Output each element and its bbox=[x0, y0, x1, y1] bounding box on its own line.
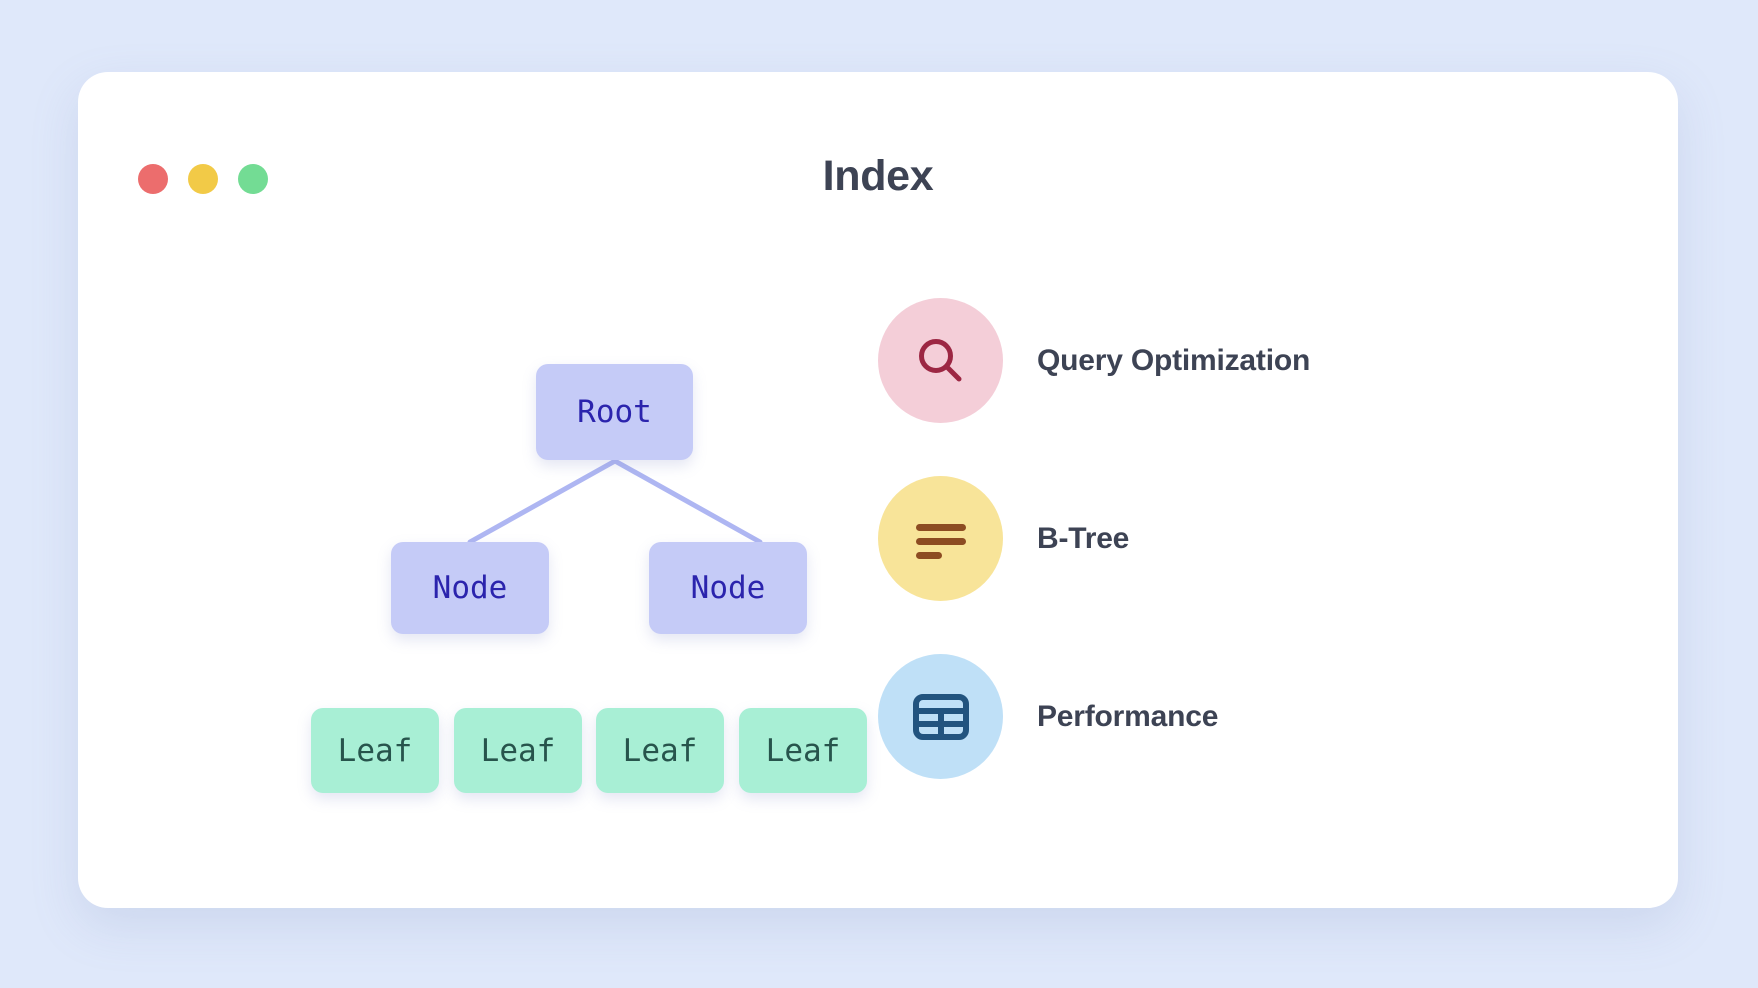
feature-row-b-tree[interactable]: B-Tree bbox=[878, 476, 1638, 601]
maximize-icon[interactable] bbox=[238, 164, 268, 194]
app-card: Index Root Node Node Leaf Leaf Leaf Leaf bbox=[78, 72, 1678, 908]
tree-node-leaf-3[interactable]: Leaf bbox=[596, 708, 724, 793]
feature-label: B-Tree bbox=[1037, 521, 1130, 555]
list-lines-icon bbox=[878, 476, 1003, 601]
feature-row-performance[interactable]: Performance bbox=[878, 654, 1638, 779]
tree-node-leaf-2[interactable]: Leaf bbox=[454, 708, 582, 793]
minimize-icon[interactable] bbox=[188, 164, 218, 194]
tree-node-internal-left[interactable]: Node bbox=[391, 542, 549, 634]
feature-row-query-optimization[interactable]: Query Optimization bbox=[878, 298, 1638, 423]
close-icon[interactable] bbox=[138, 164, 168, 194]
feature-label: Query Optimization bbox=[1037, 343, 1311, 377]
table-grid-icon bbox=[878, 654, 1003, 779]
search-icon bbox=[878, 298, 1003, 423]
feature-list: Query Optimization B-Tree bbox=[878, 298, 1638, 779]
feature-label: Performance bbox=[1037, 699, 1219, 733]
tree-node-leaf-4[interactable]: Leaf bbox=[739, 708, 867, 793]
window-controls bbox=[138, 164, 268, 194]
tree-node-internal-right[interactable]: Node bbox=[649, 542, 807, 634]
page-title: Index bbox=[822, 152, 934, 200]
tree-node-root[interactable]: Root bbox=[536, 364, 693, 460]
tree-node-leaf-1[interactable]: Leaf bbox=[311, 708, 439, 793]
btree-diagram: Root Node Node Leaf Leaf Leaf Leaf bbox=[78, 72, 978, 908]
